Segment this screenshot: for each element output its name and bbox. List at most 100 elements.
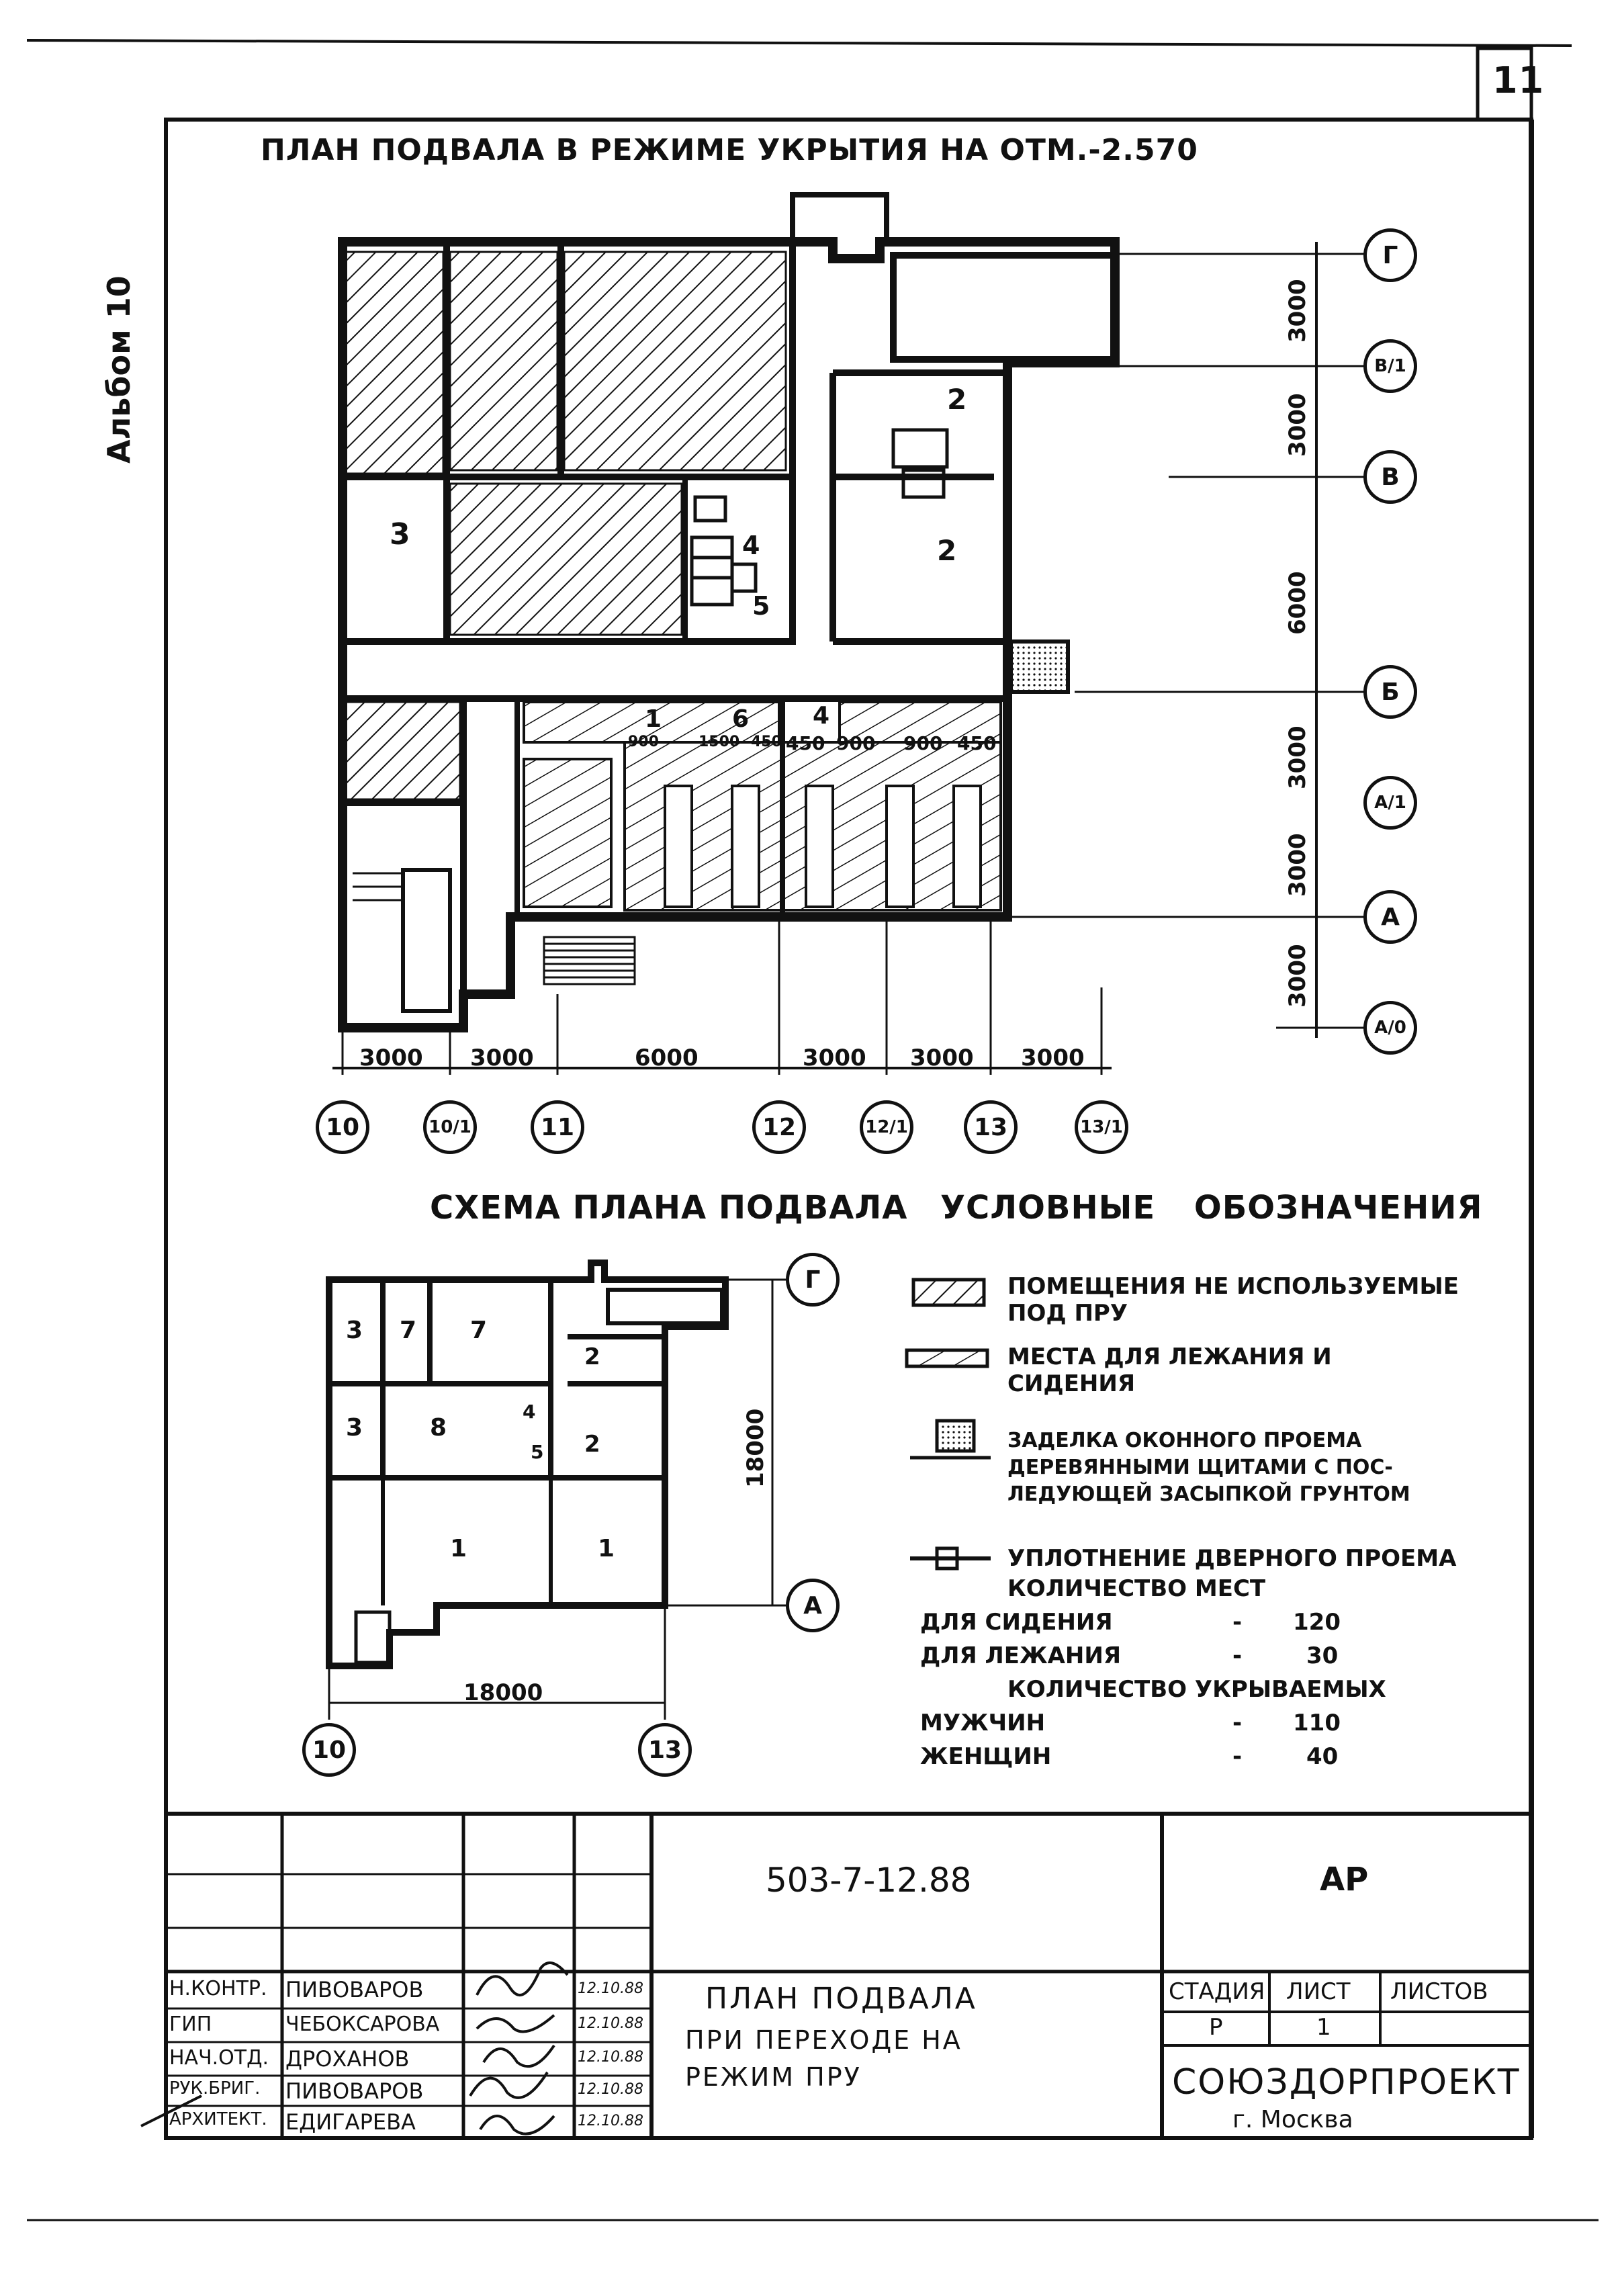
seat-dim: 900 xyxy=(836,732,876,754)
scheme-room: 2 xyxy=(584,1431,601,1458)
room-label: 5 xyxy=(752,591,771,621)
sheltered-value: 40 xyxy=(1306,1743,1339,1770)
row-dim: 3000 xyxy=(1284,725,1311,789)
signer-date: 12.10.88 xyxy=(578,2081,643,2098)
legend-line: Места для лежания и xyxy=(1007,1343,1332,1370)
signer-name: Пивоваров xyxy=(285,1977,424,2002)
axis-col-13-1: 13/1 xyxy=(1075,1100,1128,1154)
axis-row-V1: В/1 xyxy=(1363,339,1417,393)
row-dim: 3000 xyxy=(1284,944,1311,1008)
seat-dim: 900 xyxy=(628,734,659,750)
sheltered-dash: - xyxy=(1232,1710,1243,1736)
seat-dim: 450 xyxy=(786,732,825,754)
col-dim: 3000 xyxy=(1021,1045,1085,1071)
scheme-room: 7 xyxy=(470,1317,488,1344)
axis-row-B: Б xyxy=(1363,665,1417,719)
legend-item-beds: Места для лежания и сидения xyxy=(1007,1343,1332,1397)
seat-dim: 1500 xyxy=(699,734,740,750)
scheme-room: 3 xyxy=(346,1317,364,1344)
places-dash: - xyxy=(1232,1642,1243,1669)
legend-item-unused: Помещения не используемые под ПРУ xyxy=(1007,1273,1459,1327)
scheme-axis-13: 13 xyxy=(638,1723,692,1777)
axis-col-12: 12 xyxy=(752,1100,806,1154)
stage-header: Стадия xyxy=(1169,1978,1265,2005)
col-dim: 3000 xyxy=(359,1045,423,1071)
seat-dim: 900 xyxy=(903,732,943,754)
scheme-title: Схема плана подвала xyxy=(430,1189,908,1227)
places-dash: - xyxy=(1232,1609,1243,1636)
legend-line: сидения xyxy=(1007,1370,1136,1397)
drawing-code: 503-7-12.88 xyxy=(766,1861,972,1900)
seat-dim: 450 xyxy=(751,734,782,750)
row-dim: 3000 xyxy=(1284,393,1311,457)
sheltered-title: количество укрываемых xyxy=(1007,1676,1386,1703)
signer-role: Н.контр. xyxy=(169,1977,267,2000)
scheme-plan xyxy=(326,1260,786,1720)
scheme-room: 1 xyxy=(598,1535,616,1562)
signer-date: 12.10.88 xyxy=(578,1980,643,1997)
axis-row-V: В xyxy=(1363,450,1417,504)
legend-line: ледующей засыпкой грунтом xyxy=(1007,1483,1410,1506)
axis-row-A: А xyxy=(1363,890,1417,944)
scheme-axis-A: А xyxy=(786,1579,840,1632)
sheets-header: Листов xyxy=(1390,1978,1488,2005)
bench-area xyxy=(523,701,1002,912)
signer-date: 12.10.88 xyxy=(578,2049,643,2066)
window-infill xyxy=(1009,639,1070,694)
axis-row-G: Г xyxy=(1363,228,1417,282)
scheme-dim-h: 18000 xyxy=(463,1679,543,1706)
legend-icons xyxy=(905,1278,991,1571)
axis-col-13: 13 xyxy=(964,1100,1018,1154)
row-dim: 3000 xyxy=(1284,833,1311,897)
organization-city: г. Москва xyxy=(1232,2106,1353,2133)
plan-title: План подвала в режиме укрытия на отм.-2.… xyxy=(261,133,1198,167)
title-block-grid xyxy=(164,1812,1533,2140)
wc-fixtures xyxy=(690,428,949,607)
signer-role: Рук.бриг. xyxy=(169,2078,261,2099)
signer-name: Пивоваров xyxy=(285,2078,424,2104)
col-dim: 6000 xyxy=(635,1045,699,1071)
signer-date: 12.10.88 xyxy=(578,2015,643,2032)
axis-col-11: 11 xyxy=(531,1100,584,1154)
scheme-room: 4 xyxy=(523,1401,537,1423)
scheme-room: 1 xyxy=(450,1535,468,1562)
places-label: для сидения xyxy=(920,1609,1113,1636)
scheme-dim-v: 18000 xyxy=(742,1408,769,1488)
plan-walls xyxy=(338,192,1120,1032)
legend-line: Заделка оконного проема xyxy=(1007,1429,1362,1452)
places-value: 120 xyxy=(1293,1609,1341,1636)
seat-dim: 450 xyxy=(957,732,997,754)
main-plan xyxy=(332,192,1370,1075)
room-label: 2 xyxy=(947,383,968,416)
legend-line: Уплотнение дверного проема xyxy=(1007,1545,1457,1572)
legend-line: под ПРУ xyxy=(1007,1300,1128,1327)
drawing-title-1: План подвала xyxy=(705,1982,977,2016)
scheme-room: 2 xyxy=(584,1343,601,1370)
sheet-header: Лист xyxy=(1286,1978,1351,2005)
scheme-room: 7 xyxy=(400,1317,418,1344)
signatures xyxy=(140,1961,569,2135)
col-dim: 3000 xyxy=(910,1045,974,1071)
sheltered-label: мужчин xyxy=(920,1710,1046,1736)
signer-role: ГИП xyxy=(169,2013,212,2036)
signer-name: Дроханов xyxy=(285,2046,410,2072)
scheme-room: 5 xyxy=(531,1441,545,1463)
room-label: 4 xyxy=(813,702,831,730)
places-value: 30 xyxy=(1306,1642,1339,1669)
places-label: для лежания xyxy=(920,1642,1122,1669)
signer-role: Нач.отд. xyxy=(169,2046,269,2070)
axis-row-A1: А/1 xyxy=(1363,776,1417,830)
places-title: количество мест xyxy=(1007,1575,1266,1602)
room-label: 4 xyxy=(742,531,761,560)
row-dim: 3000 xyxy=(1284,279,1311,343)
scheme-axis-G: Г xyxy=(786,1253,840,1307)
axis-col-10-1: 10/1 xyxy=(423,1100,477,1154)
sheltered-value: 110 xyxy=(1293,1710,1341,1736)
legend-line: деревянными щитами с пос- xyxy=(1007,1456,1393,1479)
album-label: Альбом 10 xyxy=(101,275,137,463)
discipline: АР xyxy=(1320,1861,1369,1898)
stage-value: Р xyxy=(1209,2014,1223,2041)
axis-col-12-1: 12/1 xyxy=(860,1100,913,1154)
scheme-room: 8 xyxy=(430,1414,448,1442)
